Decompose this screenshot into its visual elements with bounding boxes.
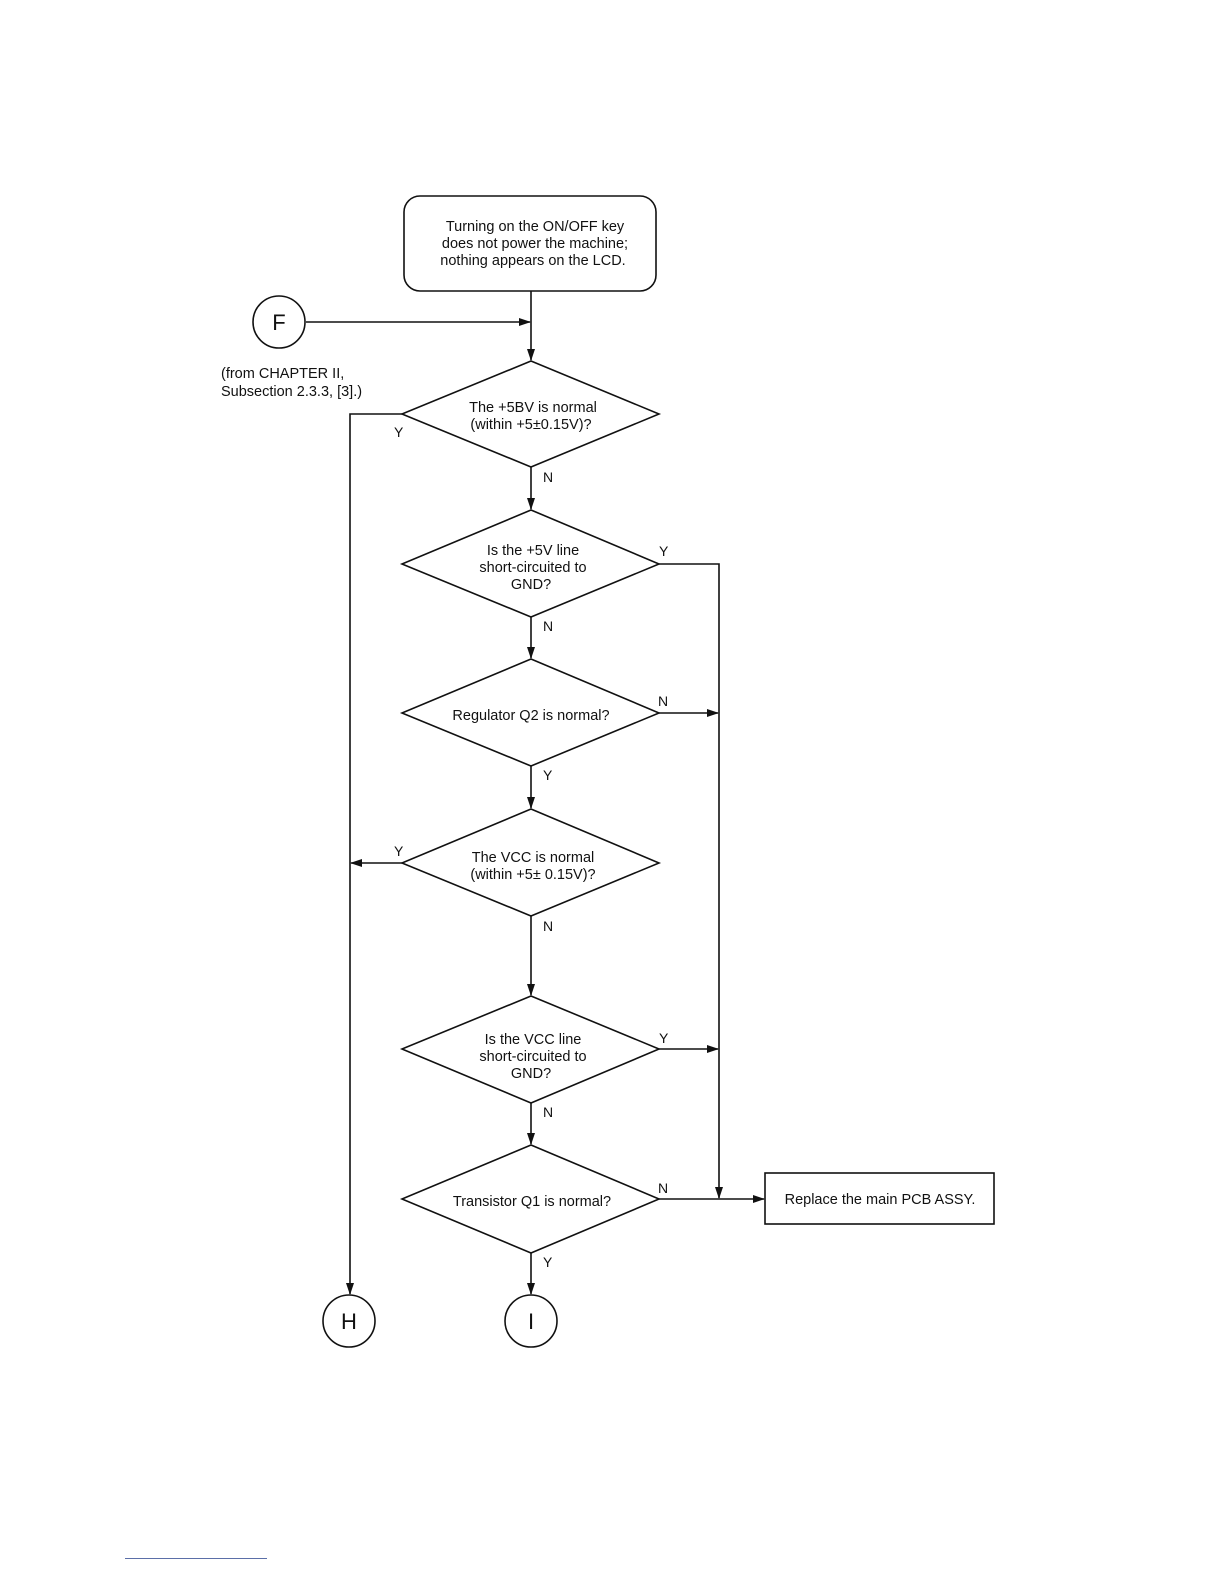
branch-label-d3-no: N (658, 693, 668, 709)
decision-regulator-q2-label: Regulator Q2 is normal? (452, 708, 609, 724)
connector-h-label: H (341, 1309, 357, 1334)
branch-label-d1-yes: Y (394, 424, 404, 440)
branch-label-d5-yes: Y (659, 1030, 669, 1046)
decision-5bv-line-2: (within +5±0.15V)? (470, 417, 591, 433)
decision-regulator-q2: Regulator Q2 is normal? (399, 658, 662, 767)
decision-5bv-line-1: The +5BV is normal (469, 400, 597, 416)
decision-5v-short: Is the +5V line short-circuited to GND? (399, 509, 662, 618)
decision-5v-short-line-1: Is the +5V line (487, 543, 579, 559)
source-note: (from CHAPTER II, Subsection 2.3.3, [3].… (221, 366, 362, 400)
footer-rule (125, 1558, 267, 1559)
decision-5bv-normal: The +5BV is normal (within +5±0.15V)? (399, 360, 662, 468)
source-note-line-2: Subsection 2.3.3, [3].) (221, 384, 362, 400)
decision-5bv-shape (399, 360, 662, 468)
connector-h: H (322, 1294, 376, 1348)
decision-vcc-short-line-2: short-circuited to (479, 1049, 586, 1065)
line-d1-to-h (346, 413, 402, 1295)
decision-5v-short-line-2: short-circuited to (479, 560, 586, 576)
replace-main-pcb-shape (764, 1172, 995, 1225)
decision-5v-short-line-3: GND? (511, 577, 551, 593)
connector-i: I (504, 1294, 558, 1348)
start-line-2: does not power the machine; (442, 236, 628, 252)
decision-vcc-normal: The VCC is normal (within +5± 0.15V)? (399, 808, 662, 917)
source-note-line-1: (from CHAPTER II, (221, 366, 344, 382)
decision-regulator-q2-shape (399, 658, 662, 767)
connector-f: F (252, 295, 306, 349)
decision-vcc-normal-line-1: The VCC is normal (472, 850, 594, 866)
decision-transistor-q1-label: Transistor Q1 is normal? (453, 1194, 611, 1210)
replace-main-pcb-box: Replace the main PCB ASSY. (764, 1172, 995, 1225)
start-box-shape (403, 195, 657, 292)
decision-transistor-q1-shape (399, 1144, 662, 1254)
start-line-1: Turning on the ON/OFF key (446, 219, 625, 235)
decision-vcc-normal-shape (399, 808, 662, 917)
replace-main-pcb-label: Replace the main PCB ASSY. (785, 1192, 976, 1208)
connector-i-circle (504, 1294, 558, 1348)
start-box: Turning on the ON/OFF key does not power… (403, 195, 657, 292)
branch-label-d6-no: N (658, 1180, 668, 1196)
branch-labels: Y N Y N N Y Y N Y N N Y (394, 424, 669, 1270)
branch-label-d4-no: N (543, 918, 553, 934)
branch-label-d5-no: N (543, 1104, 553, 1120)
decision-transistor-q1: Transistor Q1 is normal? (399, 1144, 662, 1254)
connector-h-circle (322, 1294, 376, 1348)
start-line-3: nothing appears on the LCD. (440, 253, 625, 269)
branch-label-d2-yes: Y (659, 543, 669, 559)
branch-label-d2-no: N (543, 618, 553, 634)
branch-label-d1-no: N (543, 469, 553, 485)
decision-vcc-short-shape (399, 995, 662, 1104)
branch-label-d4-yes: Y (394, 843, 404, 859)
connector-f-label: F (272, 310, 285, 335)
branch-label-d6-yes: Y (543, 1254, 553, 1270)
decision-vcc-normal-line-2: (within +5± 0.15V)? (470, 867, 595, 883)
decision-5v-short-shape (399, 509, 662, 618)
decision-vcc-short-line-1: Is the VCC line (485, 1032, 582, 1048)
connector-f-circle (252, 295, 306, 349)
decision-vcc-short-line-3: GND? (511, 1066, 551, 1082)
flow-lines (306, 291, 765, 1295)
connector-i-label: I (528, 1309, 534, 1334)
decision-vcc-short: Is the VCC line short-circuited to GND? (399, 995, 662, 1104)
line-d2-right-branch (659, 563, 723, 1199)
branch-label-d3-yes: Y (543, 767, 553, 783)
